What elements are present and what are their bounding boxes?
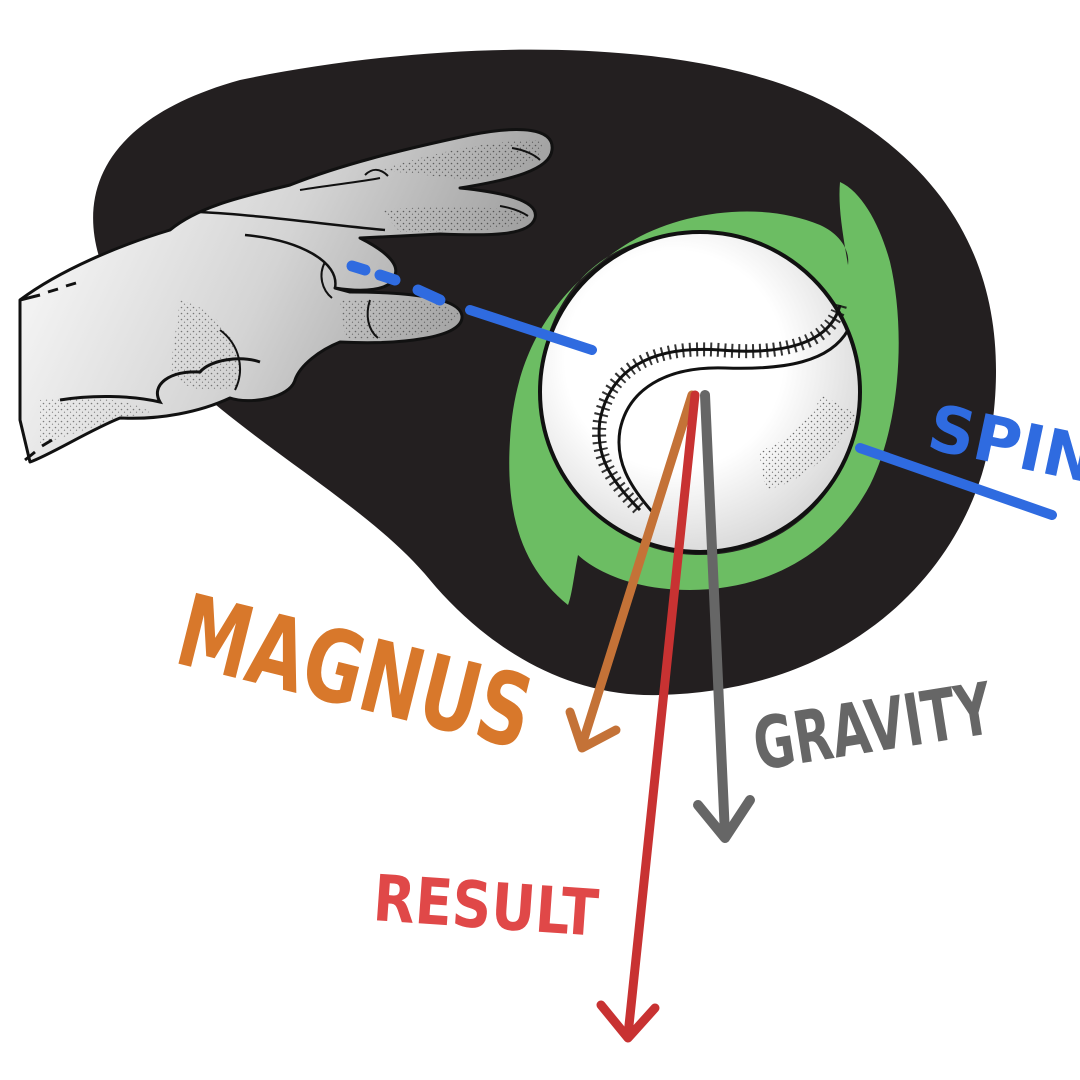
baseball-icon [538, 230, 862, 554]
magnus-force-arrow [565, 390, 697, 753]
spin-axis [346, 260, 1057, 520]
gravity-label: GRAVITY [748, 666, 999, 787]
result-label: RESULT [371, 862, 601, 952]
spin-direction-ring [509, 182, 899, 605]
result-force-arrow [596, 390, 700, 1043]
pitcher-hand-icon [18, 128, 554, 464]
gravity-force-arrow [693, 390, 755, 843]
